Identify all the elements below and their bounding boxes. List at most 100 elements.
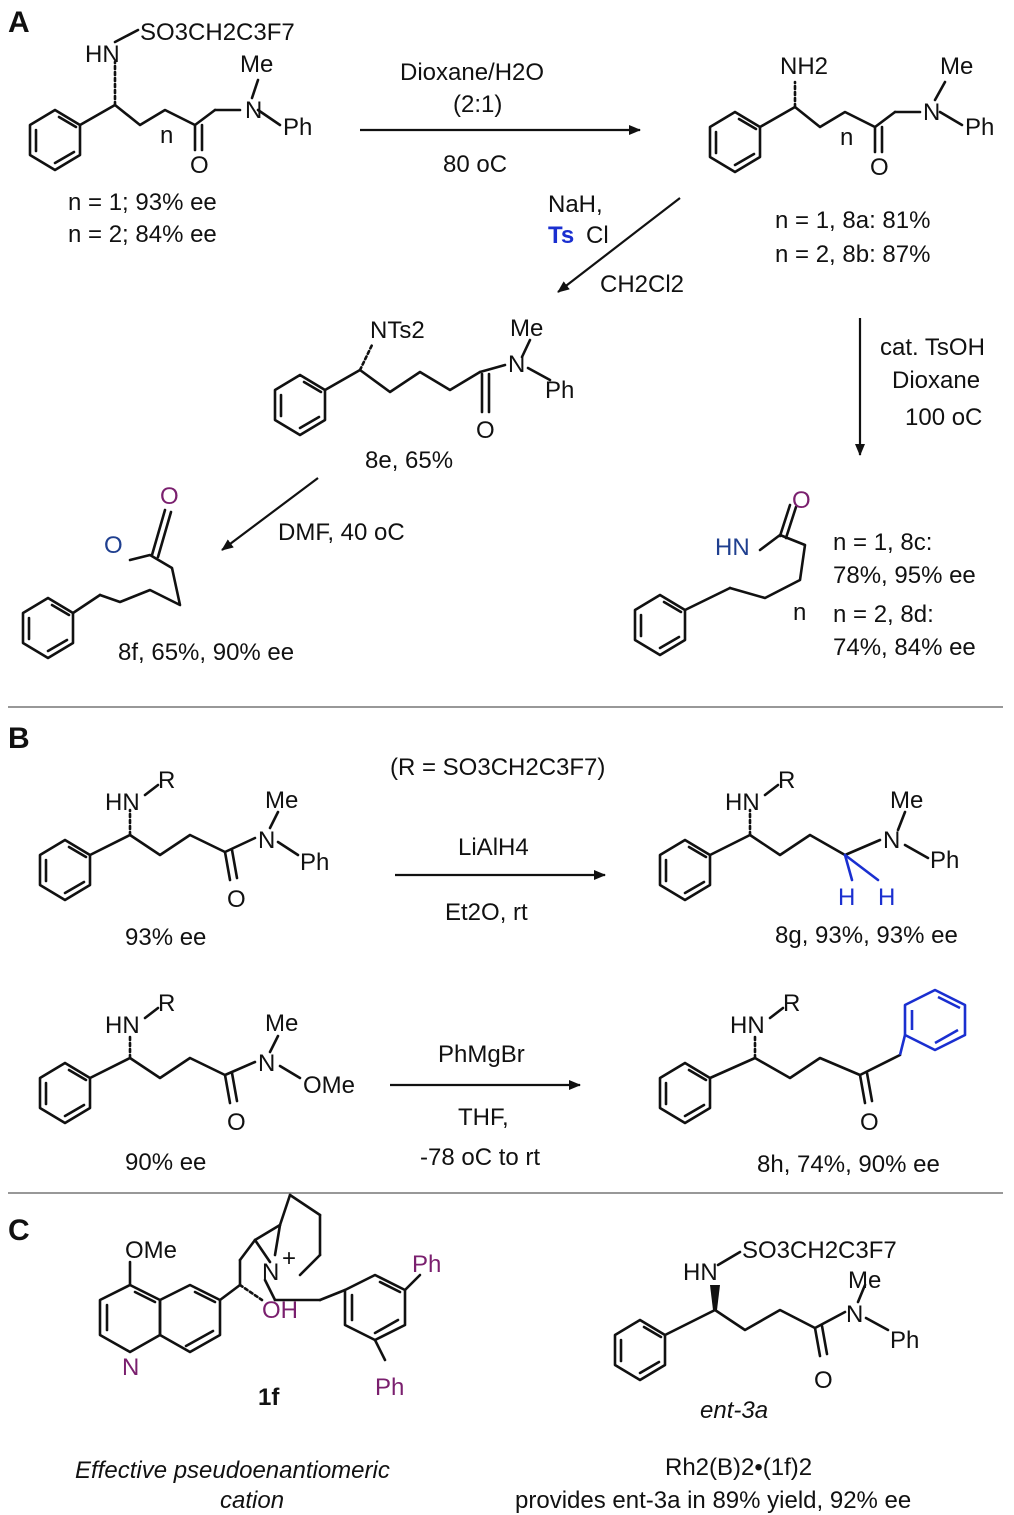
phenyl-ring: [658, 838, 712, 902]
8g-r: R: [778, 767, 795, 794]
lactone-o-ring: O: [104, 532, 123, 559]
phenyl-ring-blue: [903, 988, 967, 1052]
arrow-tosylation: [557, 197, 681, 293]
8g-ph: Ph: [930, 847, 959, 874]
row1-sm-r: R: [158, 767, 175, 794]
start-ph: Ph: [283, 114, 312, 141]
ent-n: N: [846, 1301, 863, 1328]
terphenyl-ring: [343, 1273, 407, 1342]
quinoline-benzo-ring: [98, 1283, 162, 1354]
start-sulfamate-amide: HN SO3CH2C3F7 Me N Ph O n n = 1; 93% ee …: [28, 19, 312, 248]
ent-label: ent-3a: [700, 1397, 768, 1424]
lactam-y2a: n = 2, 8d:: [833, 601, 934, 628]
tosyl-me: Me: [510, 315, 543, 342]
amine-product-8a-8b: NH2 Me N Ph O n n = 1, 8a: 81% n = 2, 8b…: [708, 53, 994, 268]
tosyl-label: 8e, 65%: [365, 447, 453, 474]
arrow2-cl: Cl: [586, 222, 609, 249]
start-me: Me: [240, 51, 273, 78]
amine-chain-n: n: [840, 124, 853, 151]
section-label-b: B: [8, 722, 30, 755]
phenyl-ring: [38, 1061, 92, 1125]
ketone-product-8h: HN R O 8h, 74%, 90% ee: [658, 988, 967, 1178]
8h-o: O: [860, 1109, 879, 1136]
row1-sm-ee: 93% ee: [125, 924, 206, 951]
lactone-label: 8f, 65%, 90% ee: [118, 639, 294, 666]
amine-ph: Ph: [965, 114, 994, 141]
cation-1f: OMe N N + OH Ph Ph 1f Effective pseudoen…: [75, 1193, 441, 1514]
tosyl-n: NTs2: [370, 317, 425, 344]
lactam-chain-n: n: [793, 599, 806, 626]
row1-starting-material: HN R Me N Ph O 93% ee: [38, 767, 329, 951]
start-o: O: [190, 152, 209, 179]
lactam-hn: HN: [715, 534, 750, 561]
row2-sm-ee: 90% ee: [125, 1149, 206, 1176]
start-hn: HN: [85, 41, 120, 68]
ent-o: O: [814, 1367, 833, 1394]
amine-yield-2: n = 2, 8b: 87%: [775, 241, 930, 268]
lactone-8f: O O 8f, 65%, 90% ee: [21, 483, 294, 666]
lactam-8c-8d: O HN n n = 1, 8c: 78%, 95% ee n = 2, 8d:…: [633, 487, 976, 661]
arrow4-line1: DMF, 40 oC: [278, 519, 405, 546]
lactam-o: O: [792, 487, 811, 514]
cation-oh: OH: [262, 1297, 298, 1324]
quinoline-pyridine-ring: [158, 1283, 222, 1354]
amine-n: N: [923, 99, 940, 126]
row1-sm-ph: Ph: [300, 849, 329, 876]
start-ee-1: n = 1; 93% ee: [68, 189, 217, 216]
arrow2-ts: Ts: [548, 222, 574, 249]
phenyl-ring: [28, 108, 82, 172]
phenyl-ring: [633, 593, 687, 657]
cation-caption-2: cation: [220, 1487, 284, 1514]
lactam-y1b: 78%, 95% ee: [833, 562, 976, 589]
start-chain-n: n: [160, 122, 173, 149]
row1-sm-o: O: [227, 886, 246, 913]
phenyl-ring: [273, 373, 327, 437]
cation-n-quinoline: N: [122, 1354, 139, 1381]
amine-nh2: NH2: [780, 53, 828, 80]
cation-label: 1f: [258, 1384, 280, 1411]
section-label-c: C: [8, 1214, 30, 1247]
row2-starting-material: HN R Me N OMe O 90% ee: [38, 990, 355, 1176]
row2-sm-o: O: [227, 1109, 246, 1136]
8g-h2: H: [878, 884, 895, 911]
cation-plus: +: [282, 1245, 296, 1272]
ditosyl-amide-8e: NTs2 Me N Ph O 8e, 65%: [273, 315, 574, 474]
row1-sm-me: Me: [265, 787, 298, 814]
amine-me: Me: [940, 53, 973, 80]
row2-sm-hn: HN: [105, 1012, 140, 1039]
cation-caption-1: Effective pseudoenantiomeric: [75, 1457, 390, 1484]
row1-sm-hn: HN: [105, 789, 140, 816]
amine-yield-1: n = 1, 8a: 81%: [775, 207, 930, 234]
cation-ph-2: Ph: [375, 1374, 404, 1401]
cation-n-plus: N: [262, 1259, 279, 1286]
row2-sm-ome: OMe: [303, 1072, 355, 1099]
arrow1-line3: 80 oC: [443, 151, 507, 178]
row2-sm-n: N: [258, 1050, 275, 1077]
cation-ome: OMe: [125, 1237, 177, 1264]
section-label-a: A: [8, 6, 30, 39]
ent-catalyst: Rh2(B)2•(1f)2: [665, 1454, 812, 1481]
arrow3-line2: Dioxane: [892, 367, 980, 394]
row2-conditions-2: -78 oC to rt: [420, 1144, 540, 1171]
amine-o: O: [870, 154, 889, 181]
start-substituent: SO3CH2C3F7: [140, 19, 295, 46]
row2-sm-r: R: [158, 990, 175, 1017]
ent-result: provides ent-3a in 89% yield, 92% ee: [515, 1487, 911, 1514]
start-ee-2: n = 2; 84% ee: [68, 221, 217, 248]
8h-label: 8h, 74%, 90% ee: [757, 1151, 940, 1178]
ent-substituent: SO3CH2C3F7: [742, 1237, 897, 1264]
row1-sm-n: N: [258, 827, 275, 854]
phenyl-ring: [21, 596, 75, 660]
cation-ph-1: Ph: [412, 1251, 441, 1278]
lactam-y2b: 74%, 84% ee: [833, 634, 976, 661]
phenyl-ring: [658, 1061, 712, 1125]
tosyl-o: O: [476, 417, 495, 444]
arrow3-line3: 100 oC: [905, 404, 982, 431]
ent-me: Me: [848, 1267, 881, 1294]
arrow3-line1: cat. TsOH: [880, 334, 985, 361]
row1-conditions: Et2O, rt: [445, 899, 528, 926]
lactam-y1a: n = 1, 8c:: [833, 529, 932, 556]
row2-reagent: PhMgBr: [438, 1041, 525, 1068]
